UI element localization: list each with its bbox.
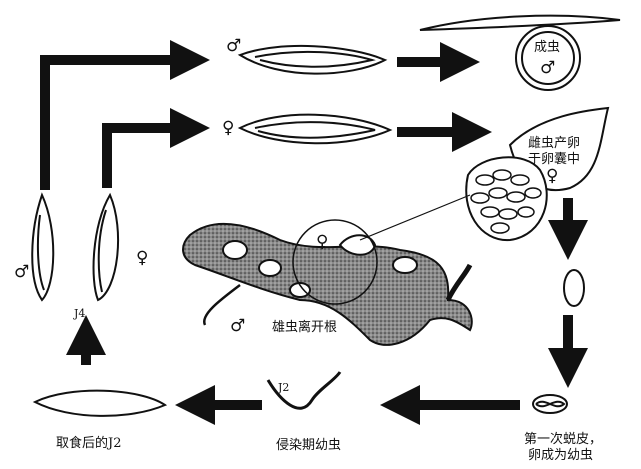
arrow-to-male [40, 40, 210, 190]
label-adult: 成虫 [534, 40, 561, 55]
female-symbol: ♀ [222, 118, 235, 138]
fed-j2-worm [32, 389, 168, 417]
j4-female-symbol: ♀ [136, 248, 149, 268]
label-infective-juvenile: 侵染期幼虫 [276, 438, 342, 453]
root [182, 194, 473, 346]
adult-cyst [515, 25, 581, 91]
label-male-leaves-root: 雄虫离开根 [272, 320, 338, 335]
cycle-arrows [40, 40, 588, 425]
label-fed-j2: 取食后的J2 [56, 436, 122, 451]
infective-j2-worm [266, 371, 342, 410]
root-female-symbol: ♀ [316, 232, 329, 252]
label-first-molt-2: 卵成为幼虫 [528, 448, 594, 463]
adult-male-worm [419, 14, 621, 31]
magnified-female-circle [292, 219, 378, 305]
root-male-symbol: ♂ [230, 316, 246, 336]
arrow-to-female [102, 108, 210, 188]
egg [563, 269, 585, 307]
eggs [470, 169, 542, 234]
j4-male-symbol: ♂ [14, 262, 30, 282]
eggsac-female-symbol: ♀ [546, 166, 559, 186]
label-female-lays-2: 于卵囊中 [528, 152, 581, 167]
male-j4-worm [31, 192, 55, 302]
label-j4: J4 [74, 307, 86, 320]
adult-male-symbol: ♂ [540, 58, 556, 78]
label-j2: J2 [278, 381, 290, 394]
male-leaving-root [203, 284, 241, 326]
label-female-lays-1: 雌虫产卵 [528, 136, 581, 151]
label-first-molt-1: 第一次蜕皮， [524, 432, 603, 447]
male-symbol: ♂ [226, 36, 242, 56]
